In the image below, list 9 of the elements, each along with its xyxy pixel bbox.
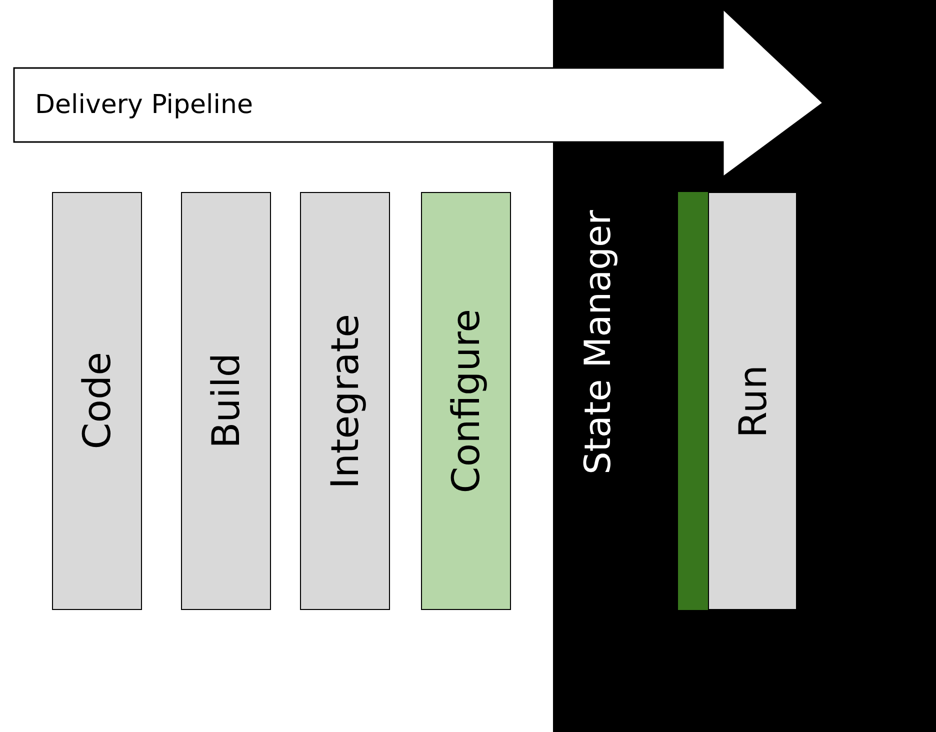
status-bar	[678, 192, 708, 610]
stage-bar: Code	[52, 192, 142, 610]
state-manager-panel	[553, 0, 936, 732]
stage-bar: Configure	[421, 192, 511, 610]
panel-label: State Manager	[581, 210, 617, 475]
stage-bar: Build	[181, 192, 271, 610]
stage-bar: Run	[708, 192, 797, 610]
stage-bar: Integrate	[300, 192, 390, 610]
arrow-label: Delivery Pipeline	[35, 92, 253, 118]
